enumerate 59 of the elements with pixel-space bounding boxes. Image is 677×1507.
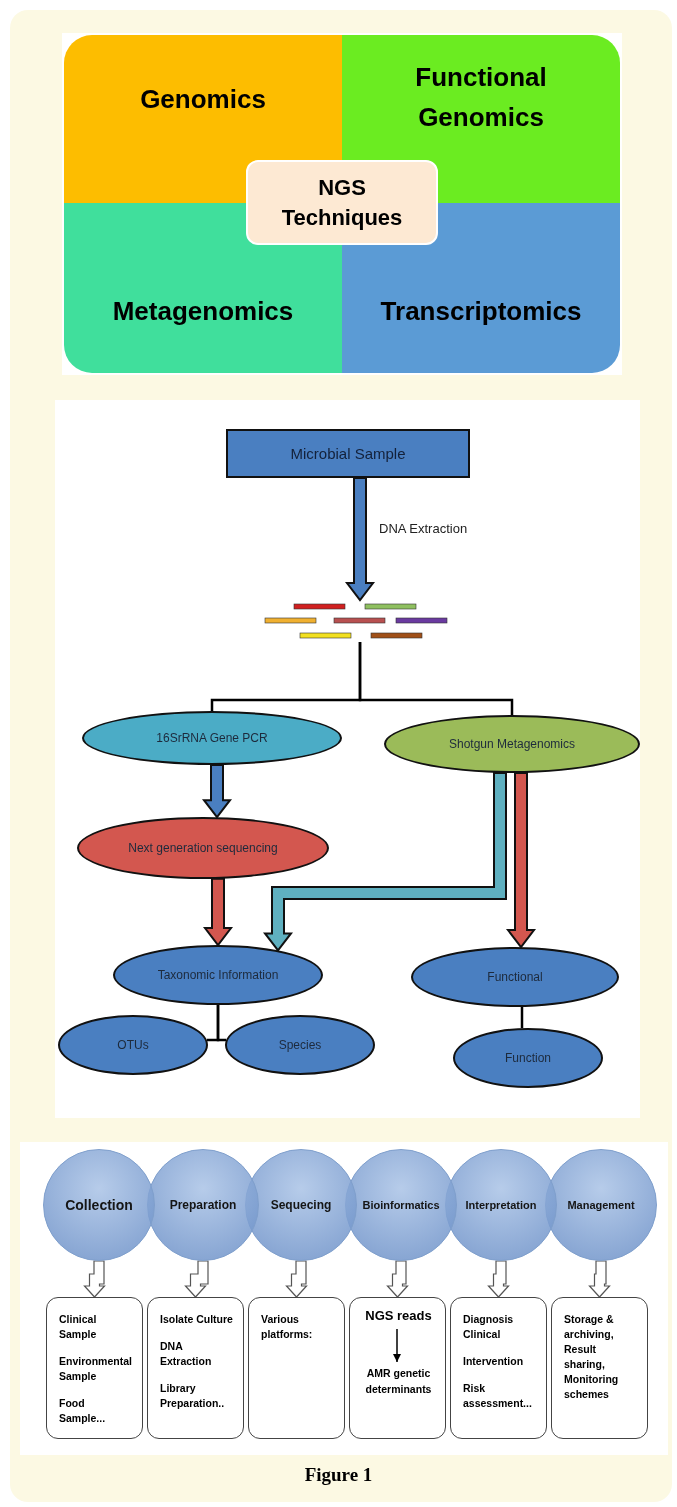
block-arrow [588,1260,611,1298]
node-label: Shotgun Metagenomics [448,737,576,751]
block-arrow [505,771,537,949]
step-card [551,1297,648,1439]
node-label: Collection [65,1197,133,1213]
quadrant-label: Functional Genomics [414,61,548,134]
card-text: DNA Extraction [160,1339,213,1369]
node-label: Next generation sequencing [128,841,278,855]
quadrant-label: Genomics [140,83,266,116]
edge-label: DNA Extraction [377,521,470,536]
connector-line [358,642,514,715]
card-text: Clinical Sample [59,1312,98,1342]
card-text: Isolate Culture [160,1312,233,1327]
step-card [349,1297,446,1439]
node-label: Bioinformatics [362,1199,440,1211]
node-label: Sequecing [270,1198,332,1212]
connector-line [216,1005,227,1042]
block-arrow [487,1260,510,1298]
step-card [450,1297,547,1439]
block-arrow [262,771,507,953]
step-card [147,1297,244,1439]
node-label: Microbial Sample [290,445,406,462]
node-label: Management [567,1199,635,1211]
block-arrow [201,764,233,819]
connector-line [520,1006,524,1029]
block-arrow [202,877,234,947]
step-card [46,1297,143,1439]
step-card [248,1297,345,1439]
node-label: Functional [487,970,543,984]
arrow [393,1328,401,1363]
card-text: Various platforms: [261,1312,314,1342]
block-arrow [386,1260,409,1298]
card-text: Risk assessment... [463,1381,533,1411]
card-text: Library Preparation.. [160,1381,226,1411]
card-text: Food Sample... [59,1396,107,1426]
node-label: Preparation [169,1198,237,1212]
node-label: Species [278,1038,322,1052]
block-arrow [285,1260,308,1298]
node-label: Function [505,1051,551,1065]
card-text: Environmental Sample [59,1354,132,1384]
card-text: Storage & archiving, Result sharing, Monitoring schemes [564,1312,620,1402]
node-label: Taxonomic Information [157,968,279,982]
quadrant-label: Metagenomics [112,295,294,328]
quadrant-label: Transcriptomics [380,295,582,328]
block-arrow [344,477,376,602]
text-label: NGS reads [350,1308,447,1328]
dna-fragments-drawing [262,600,450,642]
center-box [246,160,438,245]
center-label: NGS Techniques [280,173,404,232]
process-box [226,429,470,478]
figure-caption: Figure 1 [304,1464,373,1485]
card-text: Intervention [463,1354,525,1369]
node-label: Interpretation [465,1199,537,1211]
card-text: Diagnosis Clinical [463,1312,515,1342]
block-arrow [83,1260,106,1298]
block-arrow [184,1260,209,1298]
node-label: 16SrRNA Gene PCR [156,731,268,745]
node-label: OTUs [117,1038,149,1052]
text-label: AMR genetic determinants [353,1365,444,1397]
